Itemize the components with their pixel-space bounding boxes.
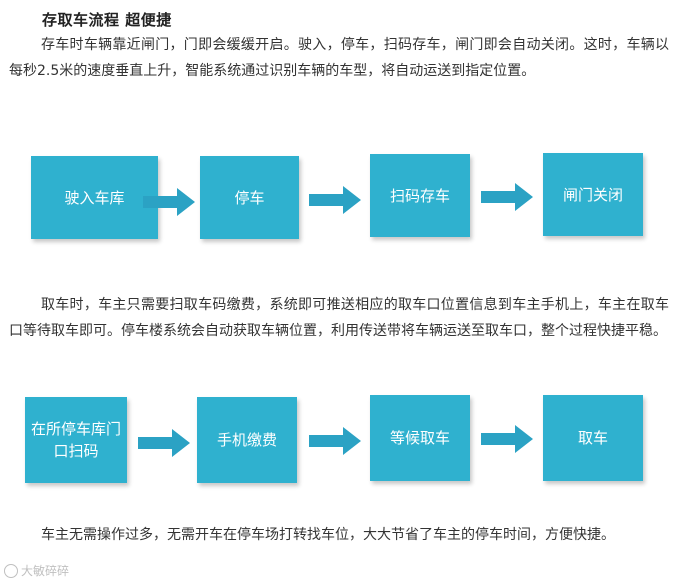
flow-step-drive-in: 驶入车库	[31, 156, 158, 239]
arrow-right-icon	[143, 188, 195, 216]
watermark-logo-icon	[4, 563, 18, 578]
arrow-right-icon	[481, 425, 533, 453]
watermark: 大敏碎碎	[4, 562, 69, 579]
arrow-right-icon	[481, 183, 533, 211]
flow-step-pay-phone: 手机缴费	[197, 397, 297, 483]
arrow-right-icon	[138, 429, 190, 457]
store-description-paragraph: 存车时车辆靠近闸门，门即会缓缓开启。驶入，停车，扫码存车，闸门即会自动关闭。这时…	[9, 37, 669, 79]
arrow-right-icon	[309, 186, 361, 214]
flow-step-wait: 等候取车	[370, 395, 470, 481]
watermark-text: 大敏碎碎	[21, 564, 70, 578]
flow-step-retrieve: 取车	[543, 395, 643, 481]
retrieve-description-paragraph: 取车时，车主只需要扫取车码缴费，系统即可推送相应的取车口位置信息到车主手机上，车…	[9, 297, 669, 339]
flow-step-gate-close: 闸门关闭	[543, 153, 643, 236]
arrow-right-icon	[309, 427, 361, 455]
summary-paragraph: 车主无需操作过多，无需开车在停车场打转找车位，大大节省了车主的停车时间，方便快捷…	[41, 527, 615, 543]
flow-step-scan-store: 扫码存车	[370, 154, 470, 237]
flow-step-park: 停车	[200, 156, 299, 239]
section-heading: 存取车流程 超便捷	[42, 11, 172, 29]
flow-step-scan-at-gate: 在所停车库门口扫码	[25, 397, 127, 483]
